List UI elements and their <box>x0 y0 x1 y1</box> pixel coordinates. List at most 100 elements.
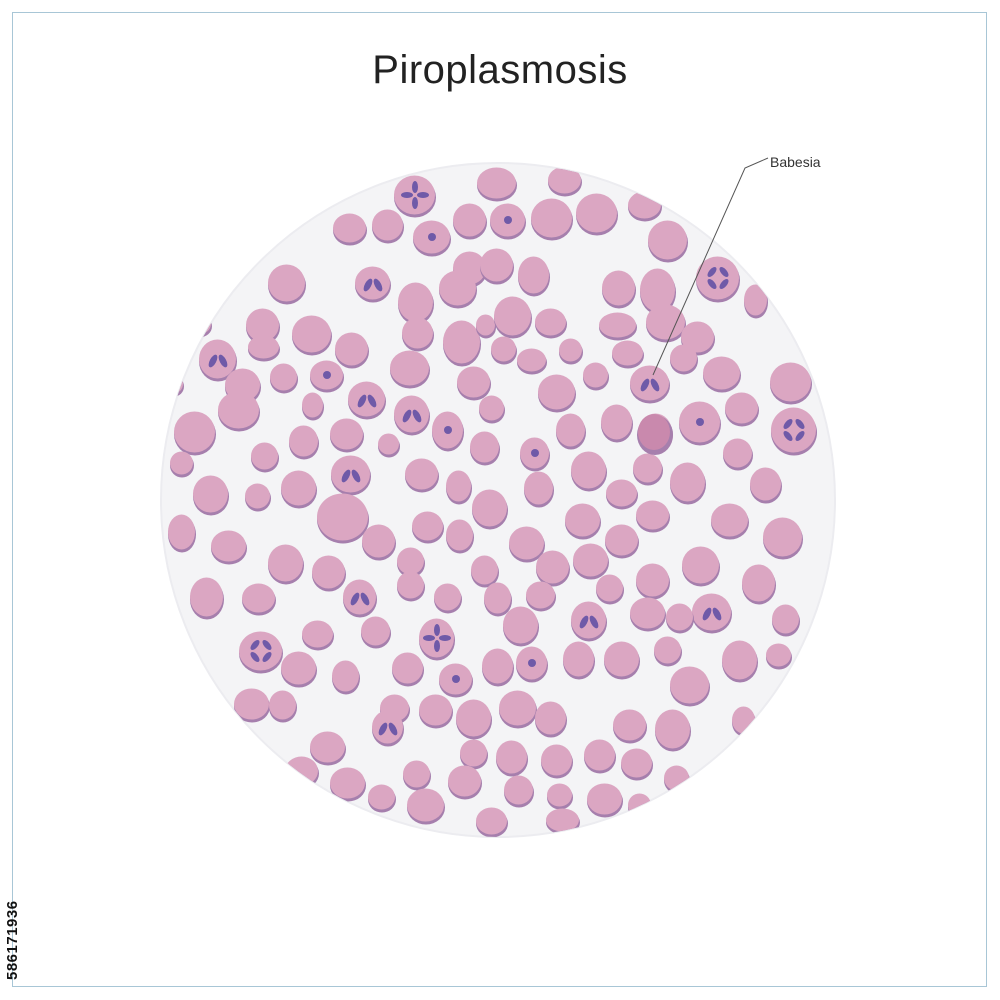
red-blood-cell <box>317 493 369 544</box>
red-blood-cell <box>193 475 229 516</box>
cell-body <box>302 392 323 418</box>
red-blood-cell <box>604 641 640 680</box>
cell-body <box>612 340 643 366</box>
callout-label-babesia: Babesia <box>770 154 821 170</box>
red-blood-cell <box>362 524 396 561</box>
cell-body <box>565 503 600 537</box>
parasite <box>531 449 539 457</box>
red-blood-cell <box>333 213 367 246</box>
cell-body <box>448 765 481 797</box>
red-blood-cell <box>251 442 279 473</box>
cell-body <box>242 583 275 613</box>
parasite <box>350 592 360 606</box>
red-blood-cell <box>281 651 317 688</box>
cell-body <box>164 374 183 394</box>
cell-body <box>476 807 507 835</box>
red-blood-cell <box>330 767 366 802</box>
red-blood-cell <box>670 666 710 707</box>
red-blood-cell <box>670 344 698 375</box>
cell-body <box>378 433 399 455</box>
infected-red-blood-cell <box>520 437 550 472</box>
cell-body <box>536 550 569 584</box>
cell-body <box>725 392 758 424</box>
cell-body <box>548 166 581 194</box>
red-blood-cell <box>722 640 758 683</box>
infected-red-blood-cell <box>692 593 732 634</box>
red-blood-cell <box>494 296 532 339</box>
cell-body <box>412 511 443 541</box>
cell-body <box>402 317 433 349</box>
red-blood-cell <box>268 264 306 305</box>
infected-red-blood-cell <box>696 256 740 303</box>
parasite <box>795 431 805 441</box>
cell-body <box>193 475 228 513</box>
parasite <box>417 192 429 198</box>
red-blood-cell <box>477 167 517 202</box>
cell-body <box>289 425 318 457</box>
cell-body <box>750 467 781 501</box>
cell-body <box>285 756 318 786</box>
red-blood-cell <box>509 526 545 563</box>
parasite <box>360 592 370 606</box>
parasite <box>423 635 435 641</box>
red-blood-cell <box>703 356 741 393</box>
parasite <box>783 419 793 429</box>
red-blood-cell <box>302 620 334 651</box>
red-blood-cell <box>289 425 319 460</box>
red-blood-cell <box>602 270 636 309</box>
parasite <box>650 378 660 392</box>
parasite <box>367 394 377 408</box>
stock-id: 586171936 <box>4 900 21 980</box>
red-blood-cell <box>648 220 688 263</box>
cell-body <box>604 641 639 677</box>
red-blood-cell <box>587 783 623 818</box>
red-blood-cell <box>332 660 360 695</box>
red-blood-cell <box>245 483 271 512</box>
red-blood-cell <box>479 395 505 424</box>
cell-body <box>199 339 236 379</box>
infected-red-blood-cell <box>490 203 526 240</box>
red-blood-cell <box>583 362 609 391</box>
infected-red-blood-cell <box>348 381 386 420</box>
red-blood-cell <box>335 332 369 369</box>
cell-body <box>571 601 606 639</box>
infected-red-blood-cell <box>419 618 455 661</box>
red-blood-cell <box>372 209 404 244</box>
cell-body <box>771 407 816 453</box>
red-blood-cell <box>448 765 482 800</box>
cell-body <box>546 808 579 832</box>
red-blood-cell <box>518 256 550 297</box>
red-blood-cell <box>190 577 224 620</box>
cell-body <box>251 442 278 470</box>
parasite <box>439 635 451 641</box>
red-blood-cell <box>546 808 580 835</box>
cell-body <box>732 706 755 734</box>
cell-body <box>559 338 582 362</box>
red-blood-cell <box>711 503 749 540</box>
red-blood-cell <box>633 453 663 486</box>
cell-body <box>332 660 359 692</box>
red-blood-cell <box>439 270 477 309</box>
cell-body <box>682 546 719 584</box>
red-blood-cell <box>443 320 481 367</box>
cell-body <box>744 284 767 316</box>
parasite <box>262 652 272 662</box>
red-blood-cell <box>763 517 803 560</box>
cell-body <box>763 517 802 557</box>
parasite <box>589 615 599 629</box>
diagram-title: Piroplasmosis <box>372 48 628 92</box>
red-blood-cell <box>654 636 682 667</box>
cell-body <box>268 264 305 302</box>
cell-body <box>535 308 566 336</box>
red-blood-cell <box>491 336 517 365</box>
infected-red-blood-cell <box>439 663 473 698</box>
cell-body <box>670 462 705 502</box>
cell-body <box>482 648 513 684</box>
cell-body <box>170 451 193 475</box>
red-blood-cell <box>723 438 753 471</box>
red-blood-cell <box>725 392 759 427</box>
cell-body <box>397 547 424 575</box>
cell-body <box>613 709 646 741</box>
cell-body <box>292 315 331 353</box>
